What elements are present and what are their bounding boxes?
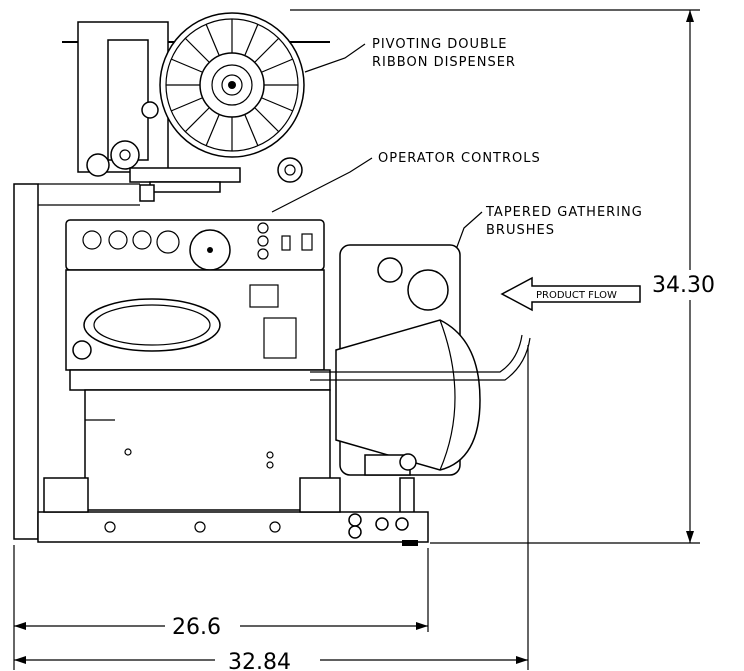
- dispenser-callout: PIVOTING DOUBLE RIBBON DISPENSER: [304, 37, 516, 73]
- dispenser-label-line1: PIVOTING DOUBLE: [372, 37, 507, 52]
- main-cabinet: [65, 219, 331, 511]
- controls-label: OPERATOR CONTROLS: [378, 151, 541, 166]
- outer-width-value: 32.84: [228, 650, 291, 671]
- brushes-label-line2: BRUSHES: [486, 223, 555, 238]
- brush-assembly: [310, 244, 531, 515]
- brushes-label-line1: TAPERED GATHERING: [485, 205, 643, 220]
- dispenser-label-line2: RIBBON DISPENSER: [372, 55, 516, 70]
- brushes-callout: TAPERED GATHERING BRUSHES: [437, 205, 643, 299]
- inner-width-dimension: 26.6: [13, 545, 429, 670]
- frame-post: [13, 183, 140, 540]
- height-dimension: 34.30: [290, 9, 715, 544]
- inner-width-value: 26.6: [172, 615, 221, 640]
- ribbon-dispenser: [62, 12, 330, 202]
- machine-base: [37, 477, 429, 546]
- product-flow-arrow: PRODUCT FLOW: [500, 276, 641, 312]
- height-value: 34.30: [652, 273, 715, 298]
- controls-callout: OPERATOR CONTROLS: [271, 151, 541, 213]
- product-flow-label: PRODUCT FLOW: [536, 290, 617, 301]
- outer-width-dimension: 32.84: [14, 345, 529, 671]
